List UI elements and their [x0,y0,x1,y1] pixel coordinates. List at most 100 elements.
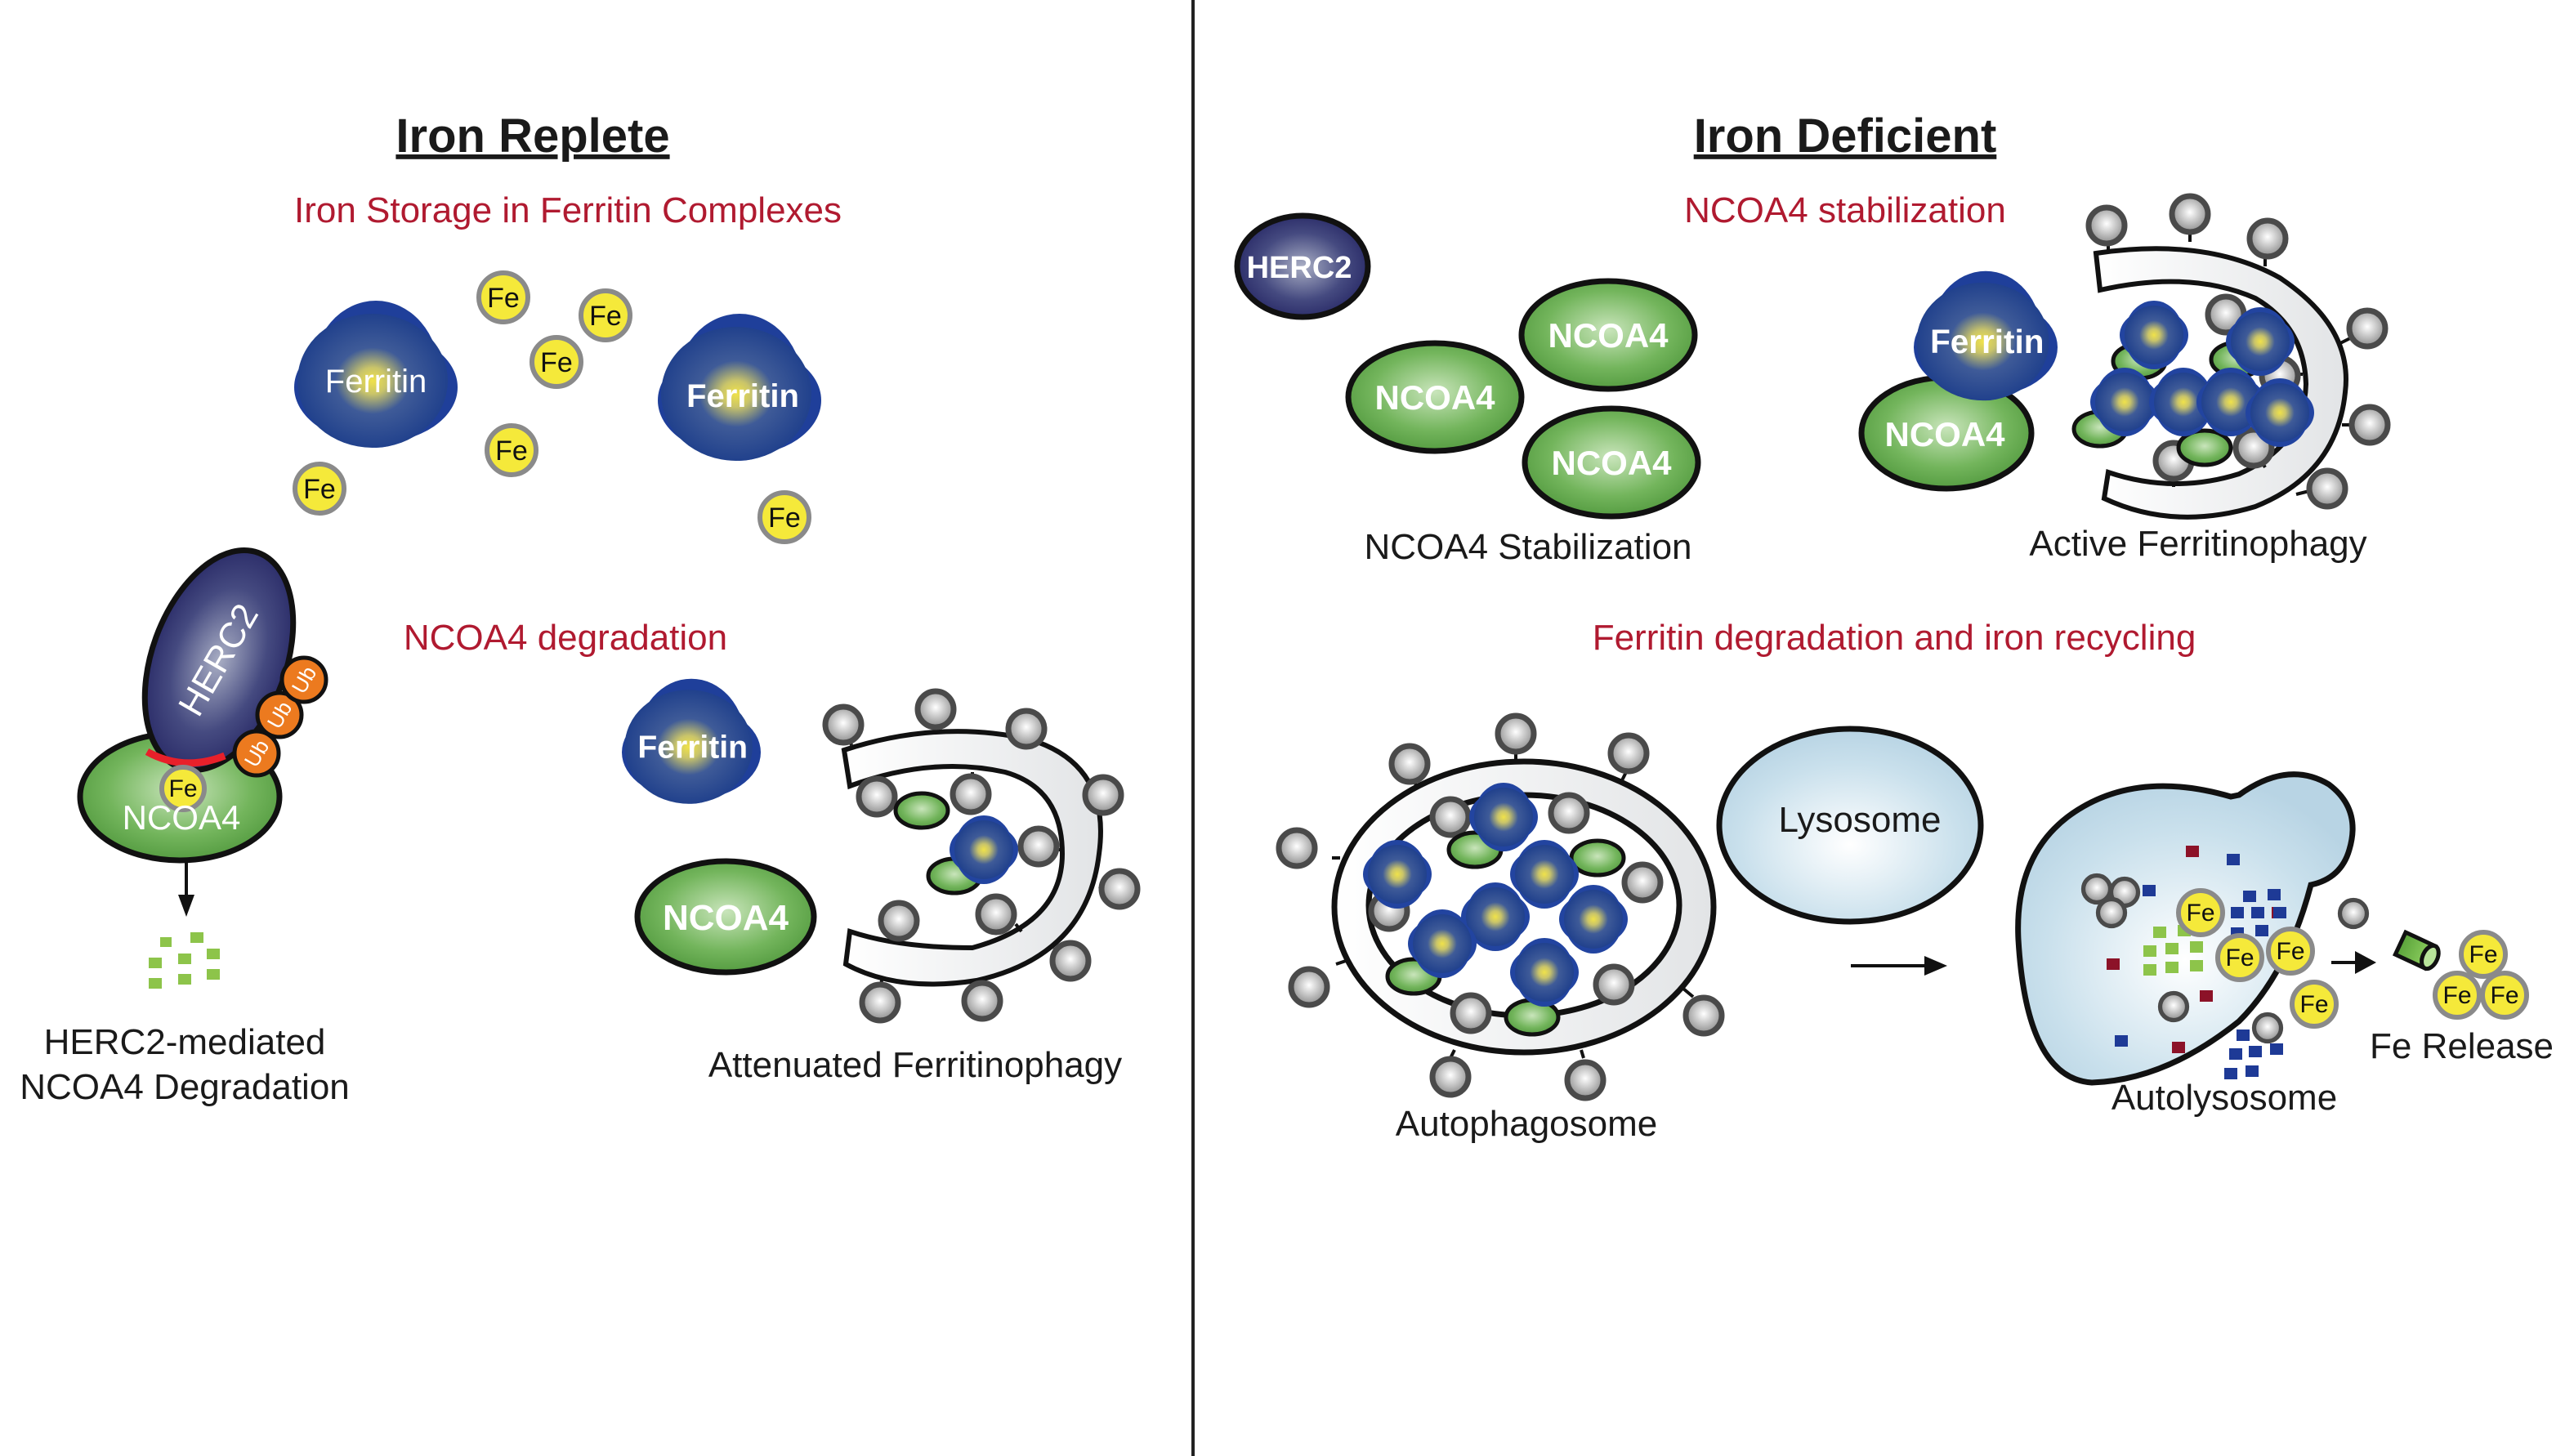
attenuated-caption: Attenuated Ferritinophagy [708,1045,1122,1085]
lc3-protein [1052,943,1088,979]
ferritin-label: Ferritin [1930,323,2044,360]
svg-text:Fe: Fe [2469,941,2497,968]
fe-ion: Fe [2459,930,2508,979]
degradation-heading: NCOA4 degradation [404,618,727,658]
svg-text:Fe: Fe [768,502,801,534]
fe-ion: Fe [2266,927,2315,976]
ncoa4-label: NCOA4 [663,898,789,938]
fe-ions-released: Fe Fe Fe [2433,930,2529,1020]
lc3-protein [2161,994,2187,1021]
lc3-protein [2089,208,2125,252]
lc3-protein [859,776,895,815]
herc2-label: HERC2 [1247,251,1352,285]
svg-text:Fe: Fe [2225,945,2254,971]
lc3-protein [1682,987,1722,1034]
stabilization-caption: NCOA4 Stabilization [1364,527,1691,567]
ncoa4-protein: NCOA4 [1345,340,1525,454]
svg-text:Fe: Fe [303,474,336,505]
ubiquitin: Ub [279,655,328,704]
fe-ion: Fe [579,288,632,342]
fusion-arrow [1851,956,1947,976]
fe-ion: Fe [476,270,530,324]
phagophore-attenuated [825,691,1137,1021]
storage-heading: Iron Storage in Ferritin Complexes [294,190,842,230]
ferritin-label: Ferritin [637,730,748,766]
lc3-protein [1432,799,1468,835]
export-arrow [2331,951,2376,974]
lc3-protein [1551,795,1587,831]
ncoa4-label: NCOA4 [123,798,241,837]
fe-ions-autolysosome: Fe Fe Fe Fe [2176,888,2339,1029]
autolysosome: Fe Fe Fe Fe [2015,771,2367,1086]
ncoa4-label: NCOA4 [1548,316,1669,355]
ncoa4-protein: NCOA4 [1522,405,1701,520]
stabilization-heading: NCOA4 stabilization [1684,190,2006,230]
lc3-protein [1279,830,1340,866]
fe-ion: Fe [159,765,207,812]
svg-text:Fe: Fe [2442,982,2471,1009]
autophagosome-caption: Autophagosome [1396,1104,1657,1144]
herc2-protein: HERC2 [141,547,297,774]
herc2-protein: HERC2 [1234,212,1371,320]
lc3-protein [1453,995,1489,1031]
lc3-protein [2340,900,2367,927]
fe-ion: Fe [2290,980,2339,1029]
ubiquitin: Ub [255,690,304,739]
lc3-protein [1021,828,1062,864]
svg-text:Fe: Fe [2186,900,2214,927]
degradation-arrow [178,860,194,917]
ncoa4-protein: NCOA4 [1518,278,1698,392]
lc3-protein [964,980,1000,1019]
ferritin-complex: Ferritin [294,301,458,448]
ferritin-complex: Ferritin [1914,270,2058,401]
lc3-proteins [2089,196,2388,507]
svg-text:Fe: Fe [2299,991,2328,1018]
svg-text:Fe: Fe [168,775,197,802]
left-panel-title: Iron Replete [395,109,669,163]
lc3-protein [2295,471,2345,507]
fe-ions-storage: Fe Fe Fe Fe Fe Fe [293,270,811,544]
lc3-protein [1291,958,1349,1005]
ncoa4-label: NCOA4 [1884,415,2005,453]
autolysosome-caption: Autolysosome [2111,1078,2337,1118]
ncoa4-label: NCOA4 [1551,444,1672,482]
lysosome-label: Lysosome [1779,800,1942,840]
degraded-fragments-blue [2115,854,2286,1079]
phagophore-membrane [841,729,1103,987]
fe-ion: Fe [2215,933,2264,982]
lc3-protein [2098,900,2125,927]
binding-interface [145,748,226,767]
ferritin-label: Ferritin [686,378,799,414]
lc3-protein [1498,716,1534,761]
cargo-ncoa4 [1571,841,1624,875]
svg-text:Fe: Fe [589,301,622,332]
lc3-protein [862,976,898,1021]
ferritin-complex: Ferritin [658,314,821,461]
fe-release-caption: Fe Release [2370,1026,2554,1066]
ncoa4-label: NCOA4 [1374,378,1495,417]
lc3-protein [978,896,1023,932]
lc3-protein [881,903,917,945]
svg-text:Fe: Fe [2490,982,2518,1009]
lc3-protein [2262,358,2303,394]
lc3-protein [1624,864,1660,900]
lc3-protein [1085,777,1121,813]
svg-text:Fe: Fe [2276,938,2304,965]
degraded-fragments-green [2143,925,2203,976]
lc3-protein [1611,735,1647,781]
svg-text:Fe: Fe [495,435,528,467]
phagophore-active [2074,196,2388,520]
lc3-protein [2208,294,2244,333]
lc3-protein [1432,1049,1468,1095]
lc3-protein [1392,746,1428,789]
lc3-protein [2236,430,2272,467]
fe-ion: Fe [530,335,583,389]
right-panel-title: Iron Deficient [1694,109,1997,163]
lc3-protein [1008,711,1044,747]
lc3-proteins [825,691,1137,1021]
lc3-protein [2339,310,2385,346]
lc3-protein [953,772,989,812]
iron-export-channel [2392,929,2441,971]
lc3-proteins [1279,716,1722,1098]
